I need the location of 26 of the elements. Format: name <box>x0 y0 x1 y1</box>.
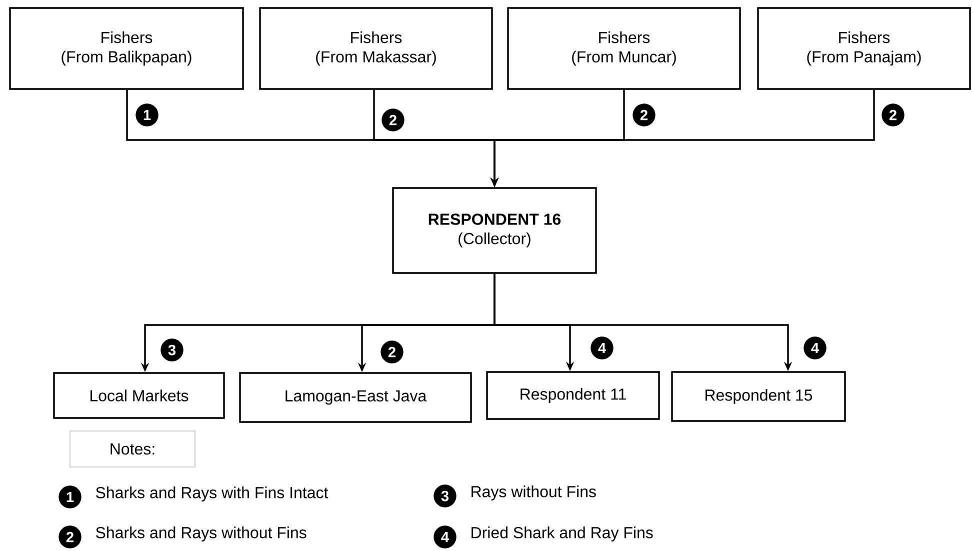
callout-number: 2 <box>382 108 404 132</box>
callout-number: 4 <box>434 526 456 548</box>
notes-box: Notes: <box>70 430 196 468</box>
callout-number: 2 <box>632 104 656 126</box>
process-box: Fishers (From Balikpapan) <box>9 7 244 90</box>
process-box: Respondent 15 <box>671 371 846 422</box>
callout-number: 4 <box>590 336 614 360</box>
callout-number: 1 <box>58 486 82 508</box>
process-box: Local Markets <box>53 372 225 419</box>
callout-number: 3 <box>160 338 184 362</box>
process-box: Fishers (From Panajam) <box>757 7 971 90</box>
process-box: Fishers (From Muncar) <box>507 7 741 90</box>
note-text: Rays without Fins <box>472 486 596 500</box>
note-text: Sharks and Rays without Fins <box>96 526 306 542</box>
process-box: RESPONDENT 16 (Collector) <box>392 187 597 274</box>
process-box: Fishers (From Makassar) <box>259 7 493 90</box>
note-text: Sharks and Rays with Fins Intact <box>96 486 328 502</box>
callout-number: 2 <box>882 104 904 126</box>
callout-number: 2 <box>58 526 82 548</box>
process-box: Lamogan-East Java <box>239 372 472 423</box>
process-box: Respondent 11 <box>486 371 660 420</box>
callout-number: 3 <box>434 484 456 508</box>
callout-number: 1 <box>136 104 158 126</box>
callout-number: 4 <box>804 336 826 360</box>
note-text: Dried Shark and Ray Fins <box>472 526 653 542</box>
callout-number: 2 <box>380 340 404 364</box>
